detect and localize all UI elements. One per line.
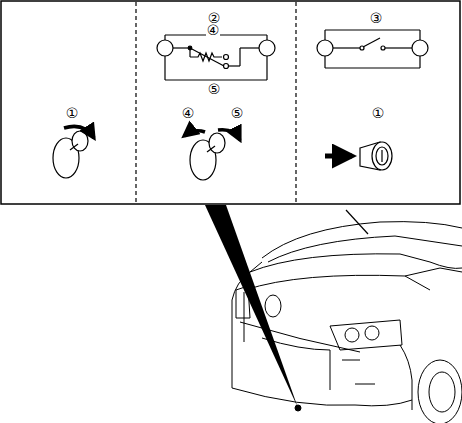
push-arrow [325, 154, 352, 159]
callout-number: ① [371, 106, 386, 120]
turn-arrow [184, 131, 205, 136]
callout-number: ⑤ [230, 106, 245, 120]
pointer-wedge [205, 205, 298, 408]
callout-number: ① [65, 106, 80, 120]
callout-number: ④ [206, 23, 221, 37]
divider [135, 2, 136, 203]
switch-schematic [317, 30, 428, 68]
turn-arrow [218, 130, 240, 140]
callout-number: ④ [181, 106, 196, 120]
leader-line [346, 210, 368, 234]
callout-number: ⑤ [207, 82, 222, 96]
turn-arrow [64, 126, 94, 138]
key-cylinder [53, 131, 88, 178]
switch-schematic [157, 35, 275, 80]
panel-frame [1, 1, 460, 204]
divider [295, 2, 296, 203]
callout-number: ③ [369, 11, 384, 25]
key-cylinder [190, 133, 225, 180]
key-cylinder [360, 142, 392, 170]
car-rear [232, 222, 462, 423]
